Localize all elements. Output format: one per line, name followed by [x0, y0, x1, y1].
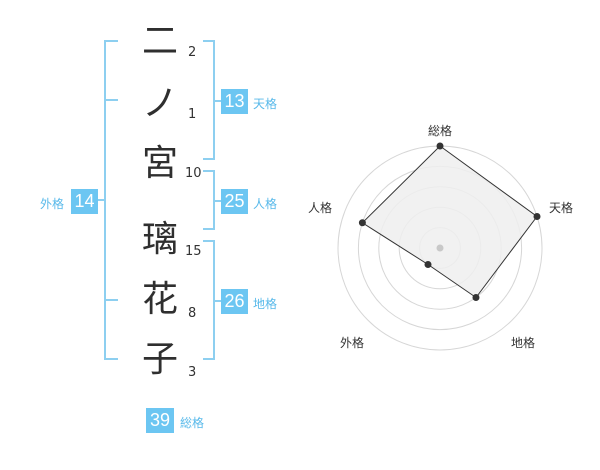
- radar-data-point: [358, 219, 366, 227]
- name-char-3: 宮: [141, 143, 178, 184]
- radar-axis-label: 地格: [511, 336, 536, 350]
- soukaku-badge: 39: [146, 408, 174, 433]
- tenkaku-label: 天格: [253, 97, 278, 111]
- name-char-2: ノ: [141, 83, 178, 124]
- radar-data-point: [424, 261, 432, 269]
- gaikaku-connector: [92, 199, 104, 201]
- name-char-4: 璃: [141, 219, 178, 260]
- radar-chart: [337, 142, 543, 351]
- jinkaku-label: 人格: [253, 197, 278, 211]
- stroke-count-6: 3: [188, 365, 197, 380]
- stroke-count-4: 15: [185, 244, 202, 259]
- gaikaku-label: 外格: [40, 197, 65, 211]
- radar-axis-label: 外格: [340, 336, 365, 350]
- stroke-count-5: 8: [188, 306, 197, 321]
- gaikaku-bracket-tick: [104, 299, 118, 301]
- chikaku-label: 地格: [253, 297, 278, 311]
- name-char-5: 花: [141, 279, 178, 320]
- gaikaku-bracket: [104, 40, 118, 360]
- jinkaku-badge: 25: [221, 189, 248, 214]
- gaikaku-bracket-tick: [104, 99, 118, 101]
- radar-data-point: [472, 294, 480, 302]
- soukaku-label: 総格: [180, 416, 205, 430]
- radar-data-point: [436, 142, 444, 150]
- radar-axis-label: 天格: [549, 201, 574, 215]
- radar-center-dot: [436, 244, 444, 252]
- stroke-count-2: 1: [188, 107, 197, 122]
- chikaku-badge: 26: [221, 289, 248, 314]
- tenkaku-connector: [215, 100, 223, 102]
- stroke-count-3: 10: [185, 166, 202, 181]
- chikaku-bracket: [203, 240, 215, 360]
- jinkaku-bracket: [203, 170, 215, 230]
- radar-series-area: [361, 145, 538, 299]
- radar-points: [358, 142, 541, 302]
- radar-axis-label: 総格: [428, 124, 453, 138]
- name-char-6: 子: [141, 339, 178, 380]
- chikaku-connector: [215, 300, 223, 302]
- jinkaku-connector: [215, 200, 223, 202]
- gaikaku-badge: 14: [71, 189, 98, 214]
- radar-axis-label: 人格: [308, 201, 333, 215]
- tenkaku-badge: 13: [221, 89, 248, 114]
- name-char-1: 二: [141, 21, 178, 62]
- tenkaku-bracket: [203, 40, 215, 160]
- stroke-count-1: 2: [188, 45, 197, 60]
- radar-data-point: [533, 212, 541, 220]
